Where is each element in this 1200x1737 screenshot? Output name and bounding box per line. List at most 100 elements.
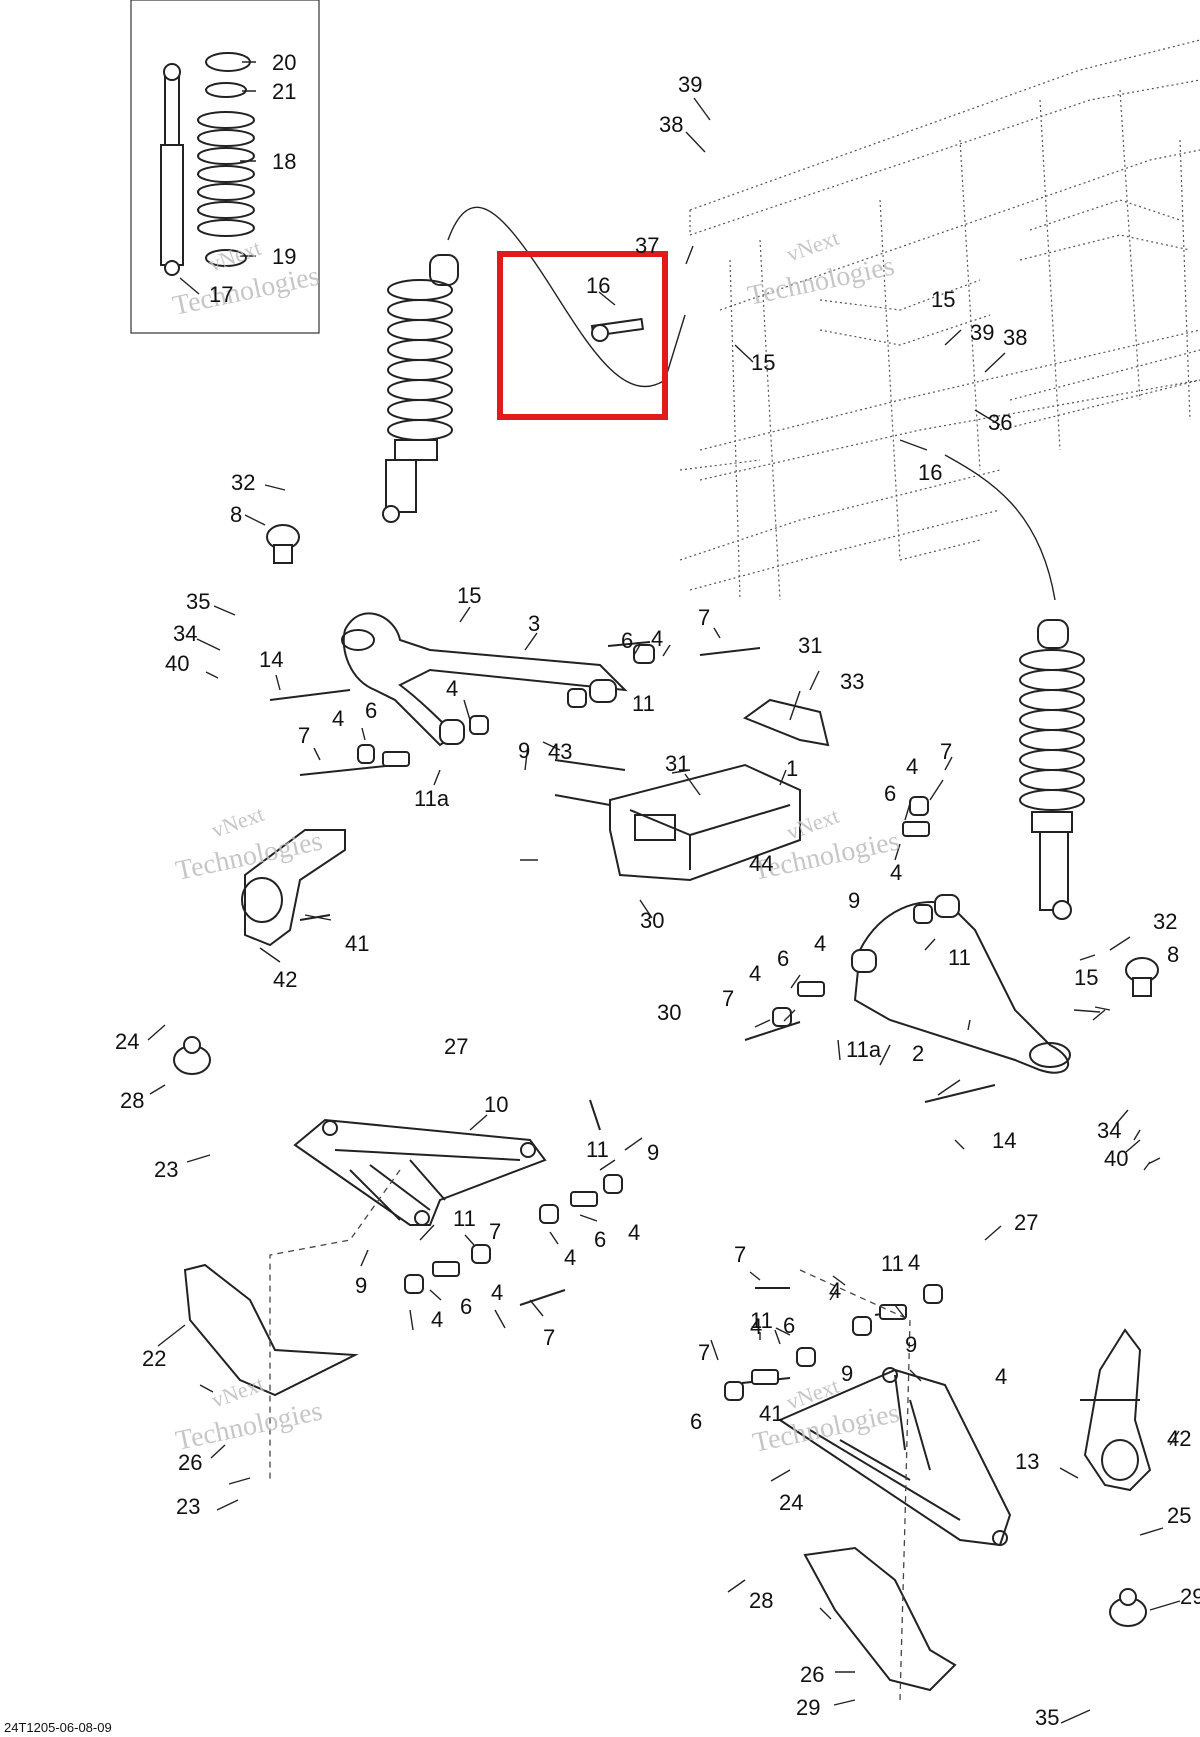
- callout-label: 2: [912, 1041, 924, 1066]
- callout-label: 30: [657, 1000, 681, 1025]
- callout-label: 23: [154, 1157, 178, 1182]
- callout-label: 9: [518, 738, 530, 763]
- callout-label: 11a: [414, 786, 450, 811]
- callout-label: 4: [750, 1314, 762, 1339]
- callout-label: 6: [594, 1227, 606, 1252]
- callout-label: 11: [948, 945, 971, 970]
- svg-text:vNext: vNext: [783, 225, 842, 267]
- callout-label: 4: [906, 754, 918, 779]
- callout-label: 3: [528, 611, 540, 636]
- callout-label: 4: [749, 961, 761, 986]
- callout-label: 18: [272, 149, 296, 174]
- svg-text:Technologies: Technologies: [745, 251, 897, 312]
- callout-label: 11: [750, 1308, 773, 1333]
- callout-label: 9: [647, 1140, 659, 1165]
- callout-label: 11: [632, 691, 655, 716]
- callout-label: 4: [564, 1245, 576, 1270]
- callout-label: 29: [1180, 1584, 1200, 1609]
- callout-label: 6: [621, 628, 633, 653]
- lower-a-arm-right: [851, 894, 1071, 1074]
- svg-text:vNext: vNext: [208, 801, 267, 843]
- callout-label: 4: [814, 931, 826, 956]
- callout-label: 6: [365, 698, 377, 723]
- callout-label: 26: [178, 1450, 202, 1475]
- callout-label: 33: [840, 669, 864, 694]
- callout-label: 14: [259, 647, 283, 672]
- callout-label: 43: [548, 739, 572, 764]
- skid-plate-left: [183, 1263, 359, 1397]
- bolts-and-bushings: [269, 641, 1140, 1401]
- callout-label: 7: [543, 1325, 555, 1350]
- assembly-dash-right: [799, 1269, 911, 1701]
- callout-label: 38: [659, 112, 683, 137]
- callout-label: 36: [988, 410, 1012, 435]
- callout-label: 40: [165, 651, 189, 676]
- callout-label: 7: [722, 986, 734, 1011]
- callout-label: 14: [992, 1128, 1016, 1153]
- callout-label: 15: [751, 350, 775, 375]
- callout-label: 15: [1074, 965, 1098, 990]
- callout-label: 8: [230, 502, 242, 527]
- callout-label: 4: [995, 1364, 1007, 1389]
- callout-label: 42: [273, 967, 297, 992]
- callout-label: 25: [1167, 1503, 1191, 1528]
- callout-label: 24: [779, 1490, 803, 1515]
- callout-label: 4: [446, 676, 458, 701]
- callout-label: 27: [1014, 1210, 1038, 1235]
- shock-detail-inset: [130, 0, 320, 334]
- callout-label: 28: [120, 1088, 144, 1113]
- callout-label: 7: [489, 1219, 501, 1244]
- callout-label: 39: [970, 320, 994, 345]
- callout-label: 6: [884, 781, 896, 806]
- callout-label: 28: [749, 1588, 773, 1613]
- callout-label: 11a: [846, 1037, 882, 1062]
- callout-label: 24: [115, 1029, 139, 1054]
- callout-label: 11: [881, 1251, 904, 1276]
- svg-text:Technologies: Technologies: [173, 1396, 325, 1457]
- callout-labels: 20 21 18 19 17 39 38 37 16 15 39 38 15 3…: [115, 50, 1200, 1730]
- callout-label: 9: [905, 1332, 917, 1357]
- callout-label: 26: [800, 1662, 824, 1687]
- callout-label: 10: [484, 1092, 508, 1117]
- callout-label: 42: [1167, 1426, 1191, 1451]
- callout-label: 32: [1153, 909, 1177, 934]
- highlight-box: [497, 251, 668, 420]
- callout-label: 7: [698, 605, 710, 630]
- callout-label: 19: [272, 244, 296, 269]
- left-shock-absorber: [382, 254, 459, 523]
- callout-label: 4: [431, 1307, 443, 1332]
- steering-knuckle-right: [1083, 1328, 1152, 1492]
- callout-label: 37: [635, 233, 659, 258]
- svg-text:Technologies: Technologies: [170, 261, 322, 322]
- skid-plate-upper: [742, 698, 830, 747]
- callout-label: 1: [786, 756, 798, 781]
- callout-label: 4: [908, 1250, 920, 1275]
- callout-label: 11: [453, 1206, 476, 1231]
- svg-text:vNext: vNext: [205, 235, 264, 277]
- callout-label: 34: [173, 621, 197, 646]
- callout-label: 40: [1104, 1146, 1128, 1171]
- center-mount-bracket: [609, 763, 801, 882]
- right-shock-absorber: [1019, 619, 1085, 920]
- callout-label: 8: [1167, 942, 1179, 967]
- callout-label: 35: [1035, 1705, 1059, 1730]
- callout-label: 38: [1003, 325, 1027, 350]
- assembly-curve-right: [944, 454, 1056, 601]
- callout-label: 6: [460, 1294, 472, 1319]
- ball-joint-upper-right: [1125, 957, 1159, 997]
- ball-joint-upper-left: [266, 524, 300, 564]
- watermark: vNext Technologies vNext Technologies vN…: [170, 225, 902, 1459]
- assembly-dash-left: [269, 1169, 401, 1480]
- callout-leaders: [147, 61, 1181, 1724]
- callout-label: 4: [332, 706, 344, 731]
- highlighted-bolt-16: [590, 317, 645, 342]
- vehicle-frame: [679, 39, 1200, 601]
- callout-label: 34: [1097, 1118, 1121, 1143]
- callout-label: 6: [690, 1409, 702, 1434]
- callout-label: 11: [586, 1137, 609, 1162]
- callout-label: 9: [848, 888, 860, 913]
- callout-label: 21: [272, 79, 296, 104]
- callout-label: 32: [231, 470, 255, 495]
- skid-plate-right: [803, 1546, 957, 1692]
